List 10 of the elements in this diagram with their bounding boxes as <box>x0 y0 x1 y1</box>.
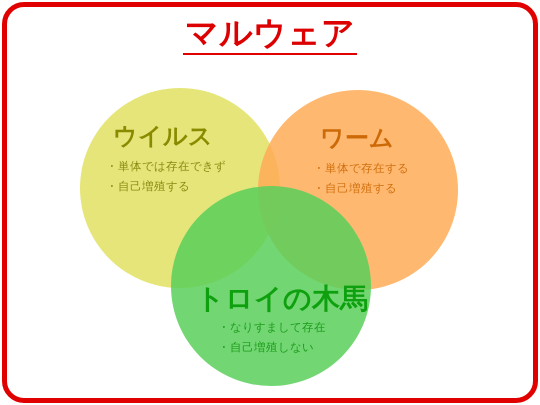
bullet-text: ・自己増殖しない <box>218 339 314 356</box>
bullet-text: ・なりすまして存在 <box>218 319 326 336</box>
bullet-text: ・自己増殖する <box>106 178 190 195</box>
bullet-text: ・単体では存在できず <box>106 158 226 175</box>
title: マルウェア <box>183 14 357 55</box>
circle-heading: ワーム <box>320 123 394 153</box>
circle-heading: トロイの木馬 <box>196 282 368 316</box>
circle-heading: ウイルス <box>113 121 213 151</box>
bullet-text: ・自己増殖する <box>313 180 397 197</box>
bullet-text: ・単体で存在する <box>313 160 409 177</box>
